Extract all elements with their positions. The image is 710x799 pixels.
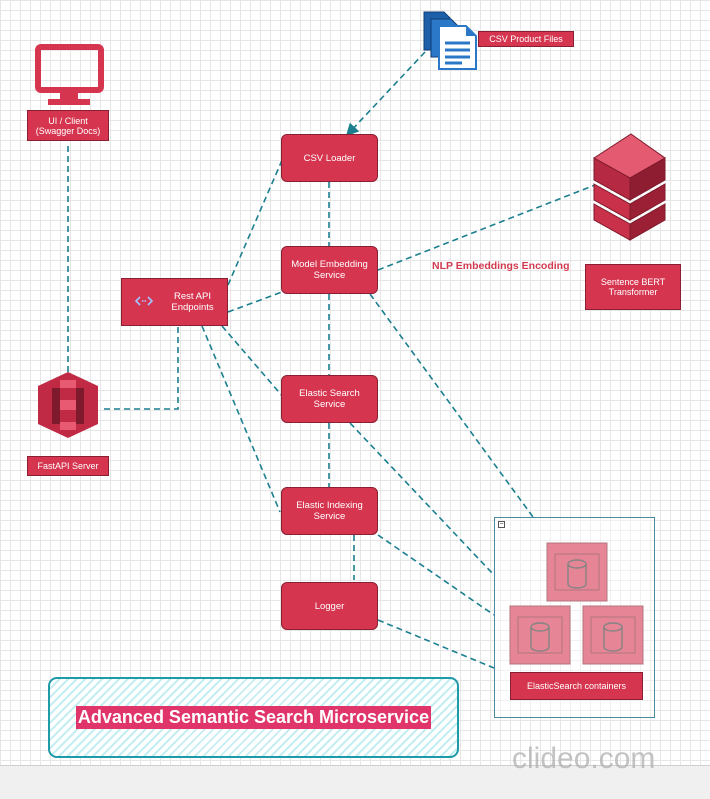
edge-restapi-model [227,291,283,313]
rest-api-text: Rest API Endpoints [171,291,214,313]
elastic-indexing-text: Elastic Indexing Service [296,500,363,522]
csv-loader-node[interactable]: CSV Loader [281,134,378,182]
edge-model-bert [377,184,596,271]
logger-node[interactable]: Logger [281,582,378,630]
sentence-bert-label[interactable]: Sentence BERT Transformer [585,264,681,310]
elastic-search-text: Elastic Search Service [299,388,360,410]
es-container-top [546,542,608,602]
csv-loader-text: CSV Loader [303,152,356,164]
logger-text: Logger [314,600,345,612]
elastic-indexing-node[interactable]: Elastic Indexing Service [281,487,378,535]
ui-client-text: UI / Client (Swagger Docs) [35,115,101,136]
edge-search-containers [349,422,495,576]
edge-logger-containers [377,619,495,669]
title-banner[interactable]: Advanced Semantic Search Microservice [48,677,459,758]
watermark: clideo.com [512,742,656,775]
edge-restapi-loader [227,157,284,286]
ui-client-label[interactable]: UI / Client (Swagger Docs) [27,110,109,141]
collapse-toggle[interactable]: − [498,521,505,528]
csv-files-label[interactable]: CSV Product Files [478,31,574,47]
es-containers-label[interactable]: ElasticSearch containers [510,672,643,700]
nlp-annotation: NLP Embeddings Encoding [432,260,570,272]
documents-icon [423,11,477,70]
edge-fastapi-restapi [104,326,179,410]
csv-files-text: CSV Product Files [489,34,563,44]
elastic-search-node[interactable]: Elastic Search Service [281,375,378,423]
fastapi-label[interactable]: FastAPI Server [27,456,109,476]
es-container-left [509,605,571,665]
edge-csvfiles-loader [345,51,426,137]
fastapi-icon [38,372,98,438]
code-icon [135,296,153,306]
edge-restapi-indexing [201,325,281,513]
fastapi-text: FastAPI Server [37,461,99,471]
bottom-strip [0,765,710,799]
es-container-right [582,605,644,665]
model-cube-icon [593,133,666,241]
edge-model-containers [369,293,534,518]
model-embedding-node[interactable]: Model Embedding Service [281,246,378,294]
diagram-title: Advanced Semantic Search Microservice [75,706,432,729]
edge-restapi-search [221,325,285,399]
es-containers-text: ElasticSearch containers [526,681,627,691]
edge-indexing-containers [377,534,495,616]
rest-api-node[interactable]: Rest API Endpoints [121,278,228,326]
monitor-icon [35,44,104,105]
model-embedding-text: Model Embedding Service [291,259,368,281]
sentence-bert-text: Sentence BERT Transformer [600,277,666,297]
